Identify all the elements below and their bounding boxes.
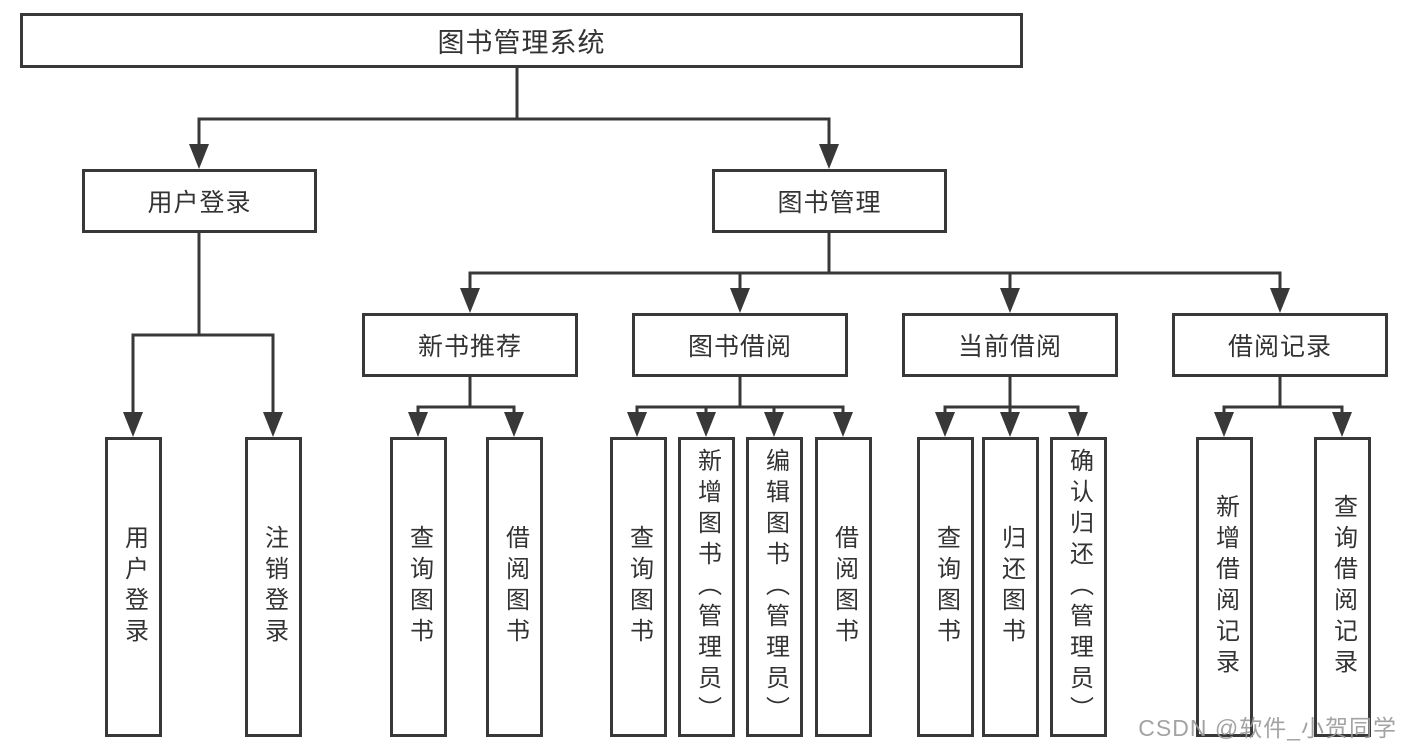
- node-leaf-edit-books-admin: 编辑图书（管理员）: [746, 437, 803, 737]
- arrow-down-icon: [263, 412, 283, 437]
- node-leaf-return-books: 归还图书: [982, 437, 1039, 737]
- node-leaf-label: 查询借阅记录: [1329, 494, 1357, 680]
- node-leaf-query-books-3: 查询图书: [917, 437, 974, 737]
- arrow-down-icon: [730, 288, 750, 313]
- node-leaf-label: 查询图书: [932, 525, 960, 649]
- node-leaf-label: 新增图书（管理员）: [693, 447, 721, 727]
- node-leaf-label: 借阅图书: [501, 525, 529, 649]
- node-book-management: 图书管理: [712, 169, 947, 233]
- arrow-down-icon: [935, 412, 955, 437]
- node-leaf-label: 借阅图书: [830, 525, 858, 649]
- arrow-down-icon: [1000, 288, 1020, 313]
- node-leaf-query-books-2: 查询图书: [610, 437, 667, 737]
- node-leaf-logout: 注销登录: [245, 437, 302, 737]
- arrow-down-icon: [460, 288, 480, 313]
- arrow-down-icon: [504, 412, 524, 437]
- arrow-down-icon: [764, 412, 784, 437]
- arrow-down-icon: [1068, 412, 1088, 437]
- node-current-borrow: 当前借阅: [902, 313, 1118, 377]
- node-leaf-label: 确认归还（管理员）: [1065, 447, 1093, 727]
- arrow-down-icon: [696, 412, 716, 437]
- node-book-borrow: 图书借阅: [632, 313, 848, 377]
- arrow-down-icon: [189, 144, 209, 169]
- arrow-down-icon: [123, 412, 143, 437]
- arrow-down-icon: [627, 412, 647, 437]
- node-system-root: 图书管理系统: [20, 13, 1023, 68]
- arrow-down-icon: [1332, 412, 1352, 437]
- watermark: CSDN @软件_小贺同学: [1138, 715, 1397, 741]
- node-leaf-label: 新增借阅记录: [1211, 494, 1239, 680]
- node-leaf-query-books-1: 查询图书: [390, 437, 447, 737]
- arrow-down-icon: [1270, 288, 1290, 313]
- arrow-down-icon: [408, 412, 428, 437]
- arrow-down-icon: [1214, 412, 1234, 437]
- arrow-down-icon: [819, 144, 839, 169]
- node-new-book-recommend: 新书推荐: [362, 313, 578, 377]
- node-leaf-label: 查询图书: [625, 525, 653, 649]
- arrow-down-icons: [123, 144, 1352, 437]
- node-leaf-confirm-return-admin: 确认归还（管理员）: [1050, 437, 1107, 737]
- arrow-down-icon: [833, 412, 853, 437]
- node-user-login: 用户登录: [82, 169, 317, 233]
- node-leaf-label: 查询图书: [405, 525, 433, 649]
- node-leaf-add-borrow-record: 新增借阅记录: [1196, 437, 1253, 737]
- node-leaf-borrow-books-1: 借阅图书: [486, 437, 543, 737]
- connector-path: [131, 68, 1344, 413]
- arrow-down-icon: [1000, 412, 1020, 437]
- node-leaf-label: 注销登录: [260, 525, 288, 649]
- node-leaf-borrow-books-2: 借阅图书: [815, 437, 872, 737]
- node-leaf-label: 编辑图书（管理员）: [761, 447, 789, 727]
- node-leaf-label: 归还图书: [997, 525, 1025, 649]
- node-leaf-add-books-admin: 新增图书（管理员）: [678, 437, 735, 737]
- node-leaf-query-borrow-record: 查询借阅记录: [1314, 437, 1371, 737]
- node-borrow-records: 借阅记录: [1172, 313, 1388, 377]
- node-leaf-user-login: 用户登录: [105, 437, 162, 737]
- node-leaf-label: 用户登录: [120, 525, 148, 649]
